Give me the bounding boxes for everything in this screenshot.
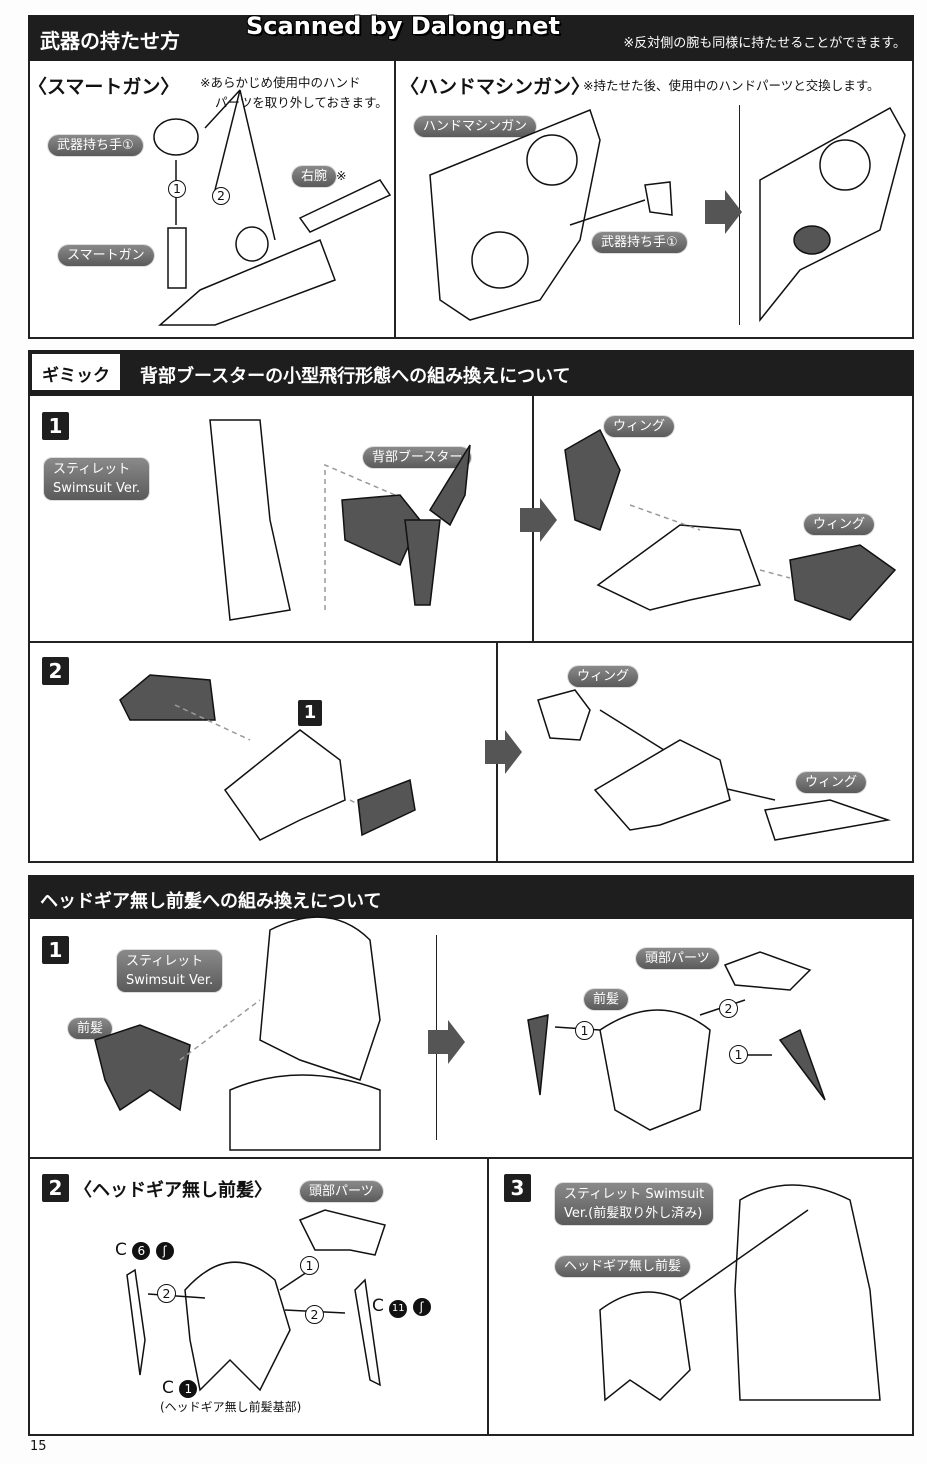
label-weapon-hand: 武器持ち手①	[592, 232, 687, 253]
page-number: 15	[30, 1439, 47, 1454]
gimmick-tag: ギミック	[32, 354, 120, 390]
step-number: 1	[42, 412, 69, 440]
part-number-badge: 6	[132, 1242, 151, 1260]
arm-note-mark: ※	[336, 168, 347, 183]
booster-step2-illustration	[119, 674, 891, 841]
smartgun-note: ※あらかじめ使用中のハンド	[200, 75, 361, 90]
divider	[487, 1158, 489, 1436]
cut-icon: ʃ	[412, 1298, 431, 1316]
part-c1-description: (ヘッドギア無し前髪基部)	[160, 1400, 302, 1414]
handmachinegun-note: ※持たせた後、使用中のハンドパーツと交換します。	[583, 78, 880, 93]
step-reference: 1	[298, 700, 322, 726]
watermark: Scanned by Dalong.net	[246, 12, 560, 40]
step-hex-1: 1	[729, 1045, 748, 1064]
part-c1: C 1	[162, 1378, 198, 1398]
label-head-parts: 頭部パーツ	[636, 948, 719, 969]
label-head-parts: 頭部パーツ	[300, 1181, 383, 1202]
weapon-section-header: 武器の持たせ方 ※反対側の腕も同様に持たせることができます。	[28, 15, 914, 61]
label-handmachinegun: ハンドマシンガン	[414, 116, 537, 137]
step-circle-1: 1	[168, 180, 186, 198]
divider	[28, 1157, 914, 1159]
step-number: 1	[42, 936, 69, 964]
step-number: 2	[42, 1174, 69, 1202]
part-tree-letter: C	[162, 1378, 174, 1398]
divider	[28, 641, 914, 643]
booster-step1-illustration	[209, 419, 897, 621]
label-figure-line: Swimsuit Ver.	[53, 481, 141, 496]
label-figure: スティレット Swimsuit Ver.	[44, 458, 150, 500]
step-hex-1: 1	[575, 1021, 594, 1040]
label-figure-line: スティレット Swimsuit	[564, 1187, 705, 1202]
step-hex-2: 2	[719, 999, 738, 1018]
label-smartgun: スマートガン	[58, 245, 154, 266]
part-number-badge: 11	[389, 1300, 408, 1318]
section-title: 武器の持たせ方	[40, 29, 180, 53]
step-number: 2	[42, 657, 69, 685]
step-circle-2: 2	[212, 187, 230, 205]
label-bangs: 前髪	[68, 1018, 113, 1039]
divider	[394, 60, 396, 339]
gimmick-section	[28, 350, 914, 863]
label-figure-line: Ver.(前髪取り外し済み)	[564, 1206, 703, 1221]
label-bangs: ヘッドギア無し前髪	[555, 1256, 691, 1277]
label-figure: スティレット Swimsuit Ver.(前髪取り外し済み)	[555, 1183, 714, 1225]
label-figure: スティレット Swimsuit Ver.	[117, 950, 223, 992]
part-tree-letter: C	[115, 1240, 127, 1260]
part-number-badge: 1	[179, 1380, 198, 1398]
cut-icon: ʃ	[155, 1242, 174, 1260]
section-title: ヘッドギア無し前髪への組み換えについて	[40, 891, 382, 912]
smartgun-title: 〈スマートガン〉	[28, 76, 180, 98]
bangs-step3-illustration	[599, 1184, 881, 1402]
bangs-step2-illustration	[126, 1209, 386, 1392]
step-number: 3	[504, 1174, 531, 1202]
label-bangs: 前髪	[584, 989, 629, 1010]
smartgun-note: パーツを取り外しておきます。	[215, 95, 388, 110]
step-hex-2: 2	[305, 1305, 324, 1324]
part-tree-letter: C	[372, 1296, 384, 1316]
label-figure-line: Swimsuit Ver.	[126, 973, 214, 988]
part-c11: C 11 ʃ	[372, 1296, 431, 1318]
label-wing: ウィング	[804, 514, 875, 535]
gimmick-section-header: ギミック 背部ブースターの小型飛行形態への組み換えについて	[28, 350, 914, 396]
label-figure-line: スティレット	[126, 954, 204, 969]
section-title: 背部ブースターの小型飛行形態への組み換えについて	[140, 366, 571, 387]
part-c6: C 6 ʃ	[115, 1240, 174, 1260]
bangs-section-header: ヘッドギア無し前髪への組み換えについて	[28, 875, 914, 919]
step-hex-2: 2	[157, 1284, 176, 1303]
label-right-arm: 右腕	[292, 166, 337, 187]
bangs-step1-illustration	[94, 916, 826, 1151]
label-wing: ウィング	[568, 666, 639, 687]
label-booster: 背部ブースター	[363, 447, 472, 468]
label-wing: ウィング	[796, 772, 867, 793]
step2-title: 〈ヘッドギア無し前髪〉	[74, 1180, 272, 1201]
handmachinegun-illustration	[429, 106, 906, 323]
step-hex-1: 1	[300, 1256, 319, 1275]
smartgun-illustration	[153, 89, 392, 326]
section-note: ※反対側の腕も同様に持たせることができます。	[623, 36, 906, 51]
label-wing: ウィング	[604, 416, 675, 437]
label-figure-line: スティレット	[53, 462, 131, 477]
label-weapon-hand: 武器持ち手①	[48, 135, 143, 156]
handmachinegun-title: 〈ハンドマシンガン〉	[400, 76, 591, 98]
